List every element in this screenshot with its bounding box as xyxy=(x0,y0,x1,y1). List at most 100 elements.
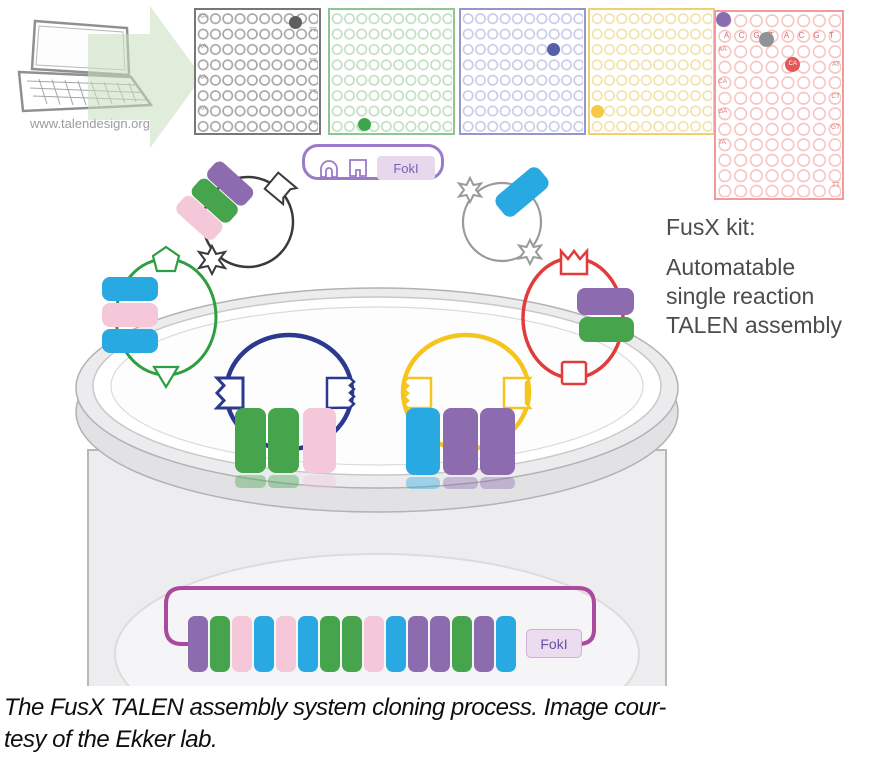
fusx-kit-line: Automatable xyxy=(666,254,796,280)
well-letter: G xyxy=(813,31,820,40)
restriction-site-flag-icon xyxy=(213,376,245,410)
caption-line-2: tesy of the Ekker lab. xyxy=(4,726,218,753)
block-reflection xyxy=(303,475,336,488)
restriction-site-triangle-icon xyxy=(152,365,180,390)
fokl-destination-plasmid: FokI xyxy=(302,144,444,180)
repeat-block-purple xyxy=(430,616,450,672)
plasmid-black xyxy=(176,161,299,277)
repeat-block-pink xyxy=(276,616,296,672)
well-edge-label: TT xyxy=(309,58,317,66)
well-letter: T xyxy=(829,31,834,40)
fokl-gene-label: FokI xyxy=(377,156,435,180)
well-letter: C xyxy=(738,31,745,40)
plate-wells xyxy=(591,11,712,132)
restriction-site-zigzag-icon xyxy=(325,376,356,410)
tale-repeat-block xyxy=(406,408,440,475)
well-edge-label: GT xyxy=(830,124,840,132)
tale-repeat-block xyxy=(303,408,336,473)
block-reflection xyxy=(443,477,478,489)
repeat-block-blue xyxy=(496,616,516,672)
filled-well xyxy=(590,104,604,118)
restriction-site-square-icon xyxy=(560,360,588,386)
restriction-site-pentagon-icon xyxy=(151,245,181,273)
repeat-block-green xyxy=(320,616,340,672)
repeat-block-blue xyxy=(254,616,274,672)
well-edge-label: TT xyxy=(309,27,317,35)
plate-letter-row: ACGTACGT xyxy=(719,32,839,40)
block-reflection xyxy=(235,475,266,488)
microplate-yellow xyxy=(588,8,715,135)
assembled-construct-blocks xyxy=(188,616,516,672)
fokl-gene-label: FokI xyxy=(526,629,582,658)
filled-well xyxy=(758,32,774,48)
repeat-block-green xyxy=(342,616,362,672)
well-edge-label: AA xyxy=(198,12,207,20)
restriction-site-arch-icon xyxy=(320,160,338,178)
well-edge-label: AA xyxy=(718,46,727,54)
tale-repeat-block xyxy=(235,408,266,473)
microplate-blue xyxy=(459,8,586,135)
repeat-block-purple xyxy=(474,616,494,672)
restriction-site-icon xyxy=(263,171,299,207)
repeat-block-pink xyxy=(364,616,384,672)
repeat-block-green xyxy=(452,616,472,672)
tale-repeat-block xyxy=(191,178,238,223)
repeat-block-blue xyxy=(386,616,406,672)
plate-wells xyxy=(197,11,318,132)
plate-wells xyxy=(462,11,583,132)
restriction-site-zigzag-icon xyxy=(402,376,433,410)
assembled-construct: FokI xyxy=(158,572,610,684)
tale-repeat-block xyxy=(102,303,158,327)
restriction-site-slot-icon xyxy=(349,159,367,177)
filled-well: CA xyxy=(785,56,801,72)
well-edge-label: AA xyxy=(198,104,207,112)
plasmid-green xyxy=(102,245,218,390)
block-reflection xyxy=(480,477,515,489)
plate-wells xyxy=(331,11,452,132)
construct-loop xyxy=(164,586,596,646)
tale-repeat-block xyxy=(102,277,158,301)
well-edge-label: CA xyxy=(718,77,728,85)
fusx-kit-title: FusX kit: xyxy=(666,214,756,240)
well-edge-label: TT xyxy=(309,88,317,96)
plate-wells xyxy=(717,13,841,197)
block-reflection xyxy=(268,475,299,488)
well-edge-label: TT xyxy=(832,182,840,190)
caption-line-1: The FusX TALEN assembly system cloning p… xyxy=(4,694,666,721)
tale-repeat-block xyxy=(577,288,634,315)
well-letter: G xyxy=(753,31,760,40)
plasmid-gray xyxy=(456,167,549,267)
filled-well xyxy=(716,12,731,27)
tale-repeat-block xyxy=(495,167,549,217)
restriction-site-m-icon xyxy=(559,247,589,276)
restriction-site-star-icon xyxy=(516,237,544,267)
repeat-block-purple xyxy=(408,616,428,672)
tale-repeat-block xyxy=(480,408,515,475)
well-edge-label: GA xyxy=(718,107,728,115)
filled-well xyxy=(358,118,372,132)
well-letter: A xyxy=(783,31,790,40)
well-letter: C xyxy=(798,31,805,40)
tale-repeat-block xyxy=(443,408,478,475)
filled-well xyxy=(547,43,561,57)
plasmid-navy xyxy=(213,332,356,488)
plasmid-red xyxy=(521,247,634,386)
well-edge-label: CT xyxy=(831,92,840,100)
repeat-block-blue xyxy=(298,616,318,672)
well-edge-label: AA xyxy=(198,43,207,51)
restriction-site-star-icon xyxy=(196,243,228,277)
fusx-kit-text: FusX kit: Automatable single reaction TA… xyxy=(666,214,842,340)
figure-caption: The FusX TALEN assembly system cloning p… xyxy=(4,692,872,756)
tale-repeat-block xyxy=(176,195,223,240)
well-edge-label: AT xyxy=(832,61,840,69)
well-letter: A xyxy=(723,31,730,40)
repeat-block-pink xyxy=(232,616,252,672)
fusx-kit-line: TALEN assembly xyxy=(666,312,842,338)
tale-repeat-block xyxy=(102,329,158,353)
tale-repeat-block xyxy=(207,161,254,206)
plasmid-yellow xyxy=(400,332,533,489)
fusx-kit-line: single reaction xyxy=(666,283,815,309)
well-edge-label: AA xyxy=(198,74,207,82)
